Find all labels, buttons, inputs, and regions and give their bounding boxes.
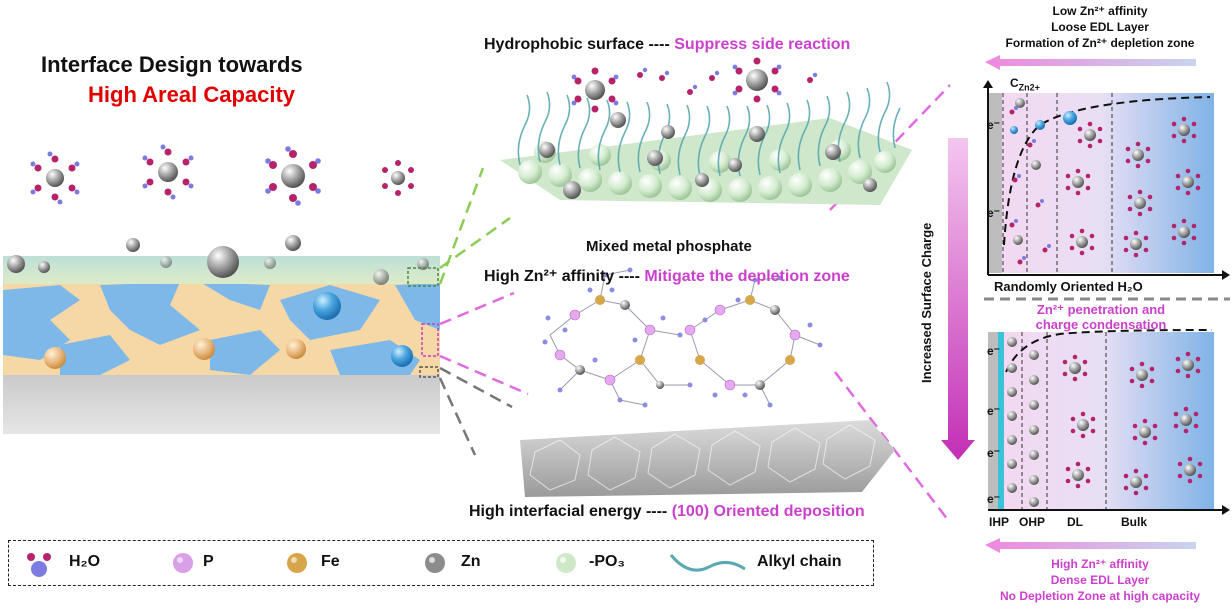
energy-label: High interfacial energy ---- bbox=[469, 503, 668, 520]
top-caption-line3: Formation of Zn²⁺ depletion zone bbox=[1005, 36, 1195, 50]
concentration-axis-label: CZn2+ bbox=[1010, 76, 1040, 92]
legend-h2o-label: H₂O bbox=[69, 553, 101, 570]
bottom-caption-line2: Dense EDL Layer bbox=[1050, 573, 1150, 587]
iron-icon bbox=[287, 553, 307, 573]
electrode-block bbox=[3, 235, 440, 434]
top-caption: Low Zn²⁺ affinity Loose EDL Layer Format… bbox=[990, 3, 1210, 51]
hydrophobic-caption: Hydrophobic surface ---- Suppress side r… bbox=[484, 36, 850, 54]
electron-label-4: e⁻ bbox=[987, 404, 1001, 418]
phosphate-network bbox=[542, 267, 823, 408]
legend-p-label: P bbox=[203, 553, 214, 570]
random-h2o-label: Randomly Oriented H₂O bbox=[994, 279, 1143, 294]
hydrophobic-surface bbox=[500, 57, 912, 205]
affinity-caption: High Zn²⁺ affinity ---- Mitigate the dep… bbox=[484, 266, 850, 286]
penetration-line1: Zn²⁺ penetration and bbox=[1036, 302, 1166, 317]
electron-label-5: e⁻ bbox=[987, 446, 1001, 460]
alkyl-chain-icon bbox=[669, 554, 746, 572]
edl-panel-top bbox=[983, 80, 1230, 280]
gradient-arrows bbox=[941, 55, 1196, 553]
main-title-line2: High Areal Capacity bbox=[88, 82, 296, 107]
energy-effect: (100) Oriented deposition bbox=[671, 503, 865, 520]
affinity-label: High Zn²⁺ affinity ---- bbox=[484, 268, 640, 285]
main-title-line1: Interface Design towards bbox=[41, 52, 303, 77]
region-ohp: OHP bbox=[1019, 515, 1046, 529]
zinc-icon bbox=[425, 553, 445, 573]
h2o-icon bbox=[27, 553, 51, 577]
legend-po3-label: -PO₃ bbox=[589, 553, 625, 570]
electron-label-2: e⁻ bbox=[987, 206, 1001, 220]
bottom-caption: High Zn²⁺ affinity Dense EDL Layer No De… bbox=[990, 556, 1210, 604]
bottom-caption-line3: No Depletion Zone at high capacity bbox=[999, 589, 1201, 603]
phosphorus-icon bbox=[173, 553, 193, 573]
electron-label-6: e⁻ bbox=[987, 492, 1001, 506]
bottom-caption-line1: High Zn²⁺ affinity bbox=[1051, 557, 1149, 571]
region-bulk: Bulk bbox=[1121, 515, 1148, 529]
legend-zn-label: Zn bbox=[461, 553, 481, 570]
penetration-line2: charge condensation bbox=[1035, 317, 1167, 332]
region-dl: DL bbox=[1067, 515, 1083, 529]
axis-label-c: C bbox=[1010, 76, 1019, 90]
zn-crystal-slab bbox=[520, 420, 895, 497]
po3-icon bbox=[556, 553, 576, 573]
legend-alkyl-label: Alkyl chain bbox=[757, 553, 842, 570]
top-caption-line2: Loose EDL Layer bbox=[1051, 20, 1149, 34]
electron-label-3: e⁻ bbox=[987, 344, 1001, 358]
increased-charge-label: Increased Surface Charge bbox=[919, 222, 934, 383]
hydrophobic-effect: Suppress side reaction bbox=[674, 36, 851, 53]
legend-fe-label: Fe bbox=[321, 553, 340, 570]
electron-label-1: e⁻ bbox=[987, 118, 1001, 132]
penetration-caption: Zn²⁺ penetration and charge condensation bbox=[996, 302, 1206, 332]
region-ihp: IHP bbox=[989, 515, 1010, 529]
affinity-effect: Mitigate the depletion zone bbox=[644, 268, 850, 285]
legend: H₂O P Fe Zn -PO₃ Alkyl chain bbox=[8, 540, 874, 586]
energy-caption: High interfacial energy ---- (100) Orien… bbox=[469, 503, 865, 521]
phosphate-title: Mixed metal phosphate bbox=[586, 238, 752, 255]
edl-panel-bottom bbox=[988, 329, 1230, 515]
hydrophobic-label: Hydrophobic surface ---- bbox=[484, 36, 670, 53]
axis-label-sub: Zn2+ bbox=[1018, 82, 1040, 93]
top-caption-line1: Low Zn²⁺ affinity bbox=[1052, 4, 1148, 18]
hydrated-zn-clusters bbox=[30, 144, 414, 206]
